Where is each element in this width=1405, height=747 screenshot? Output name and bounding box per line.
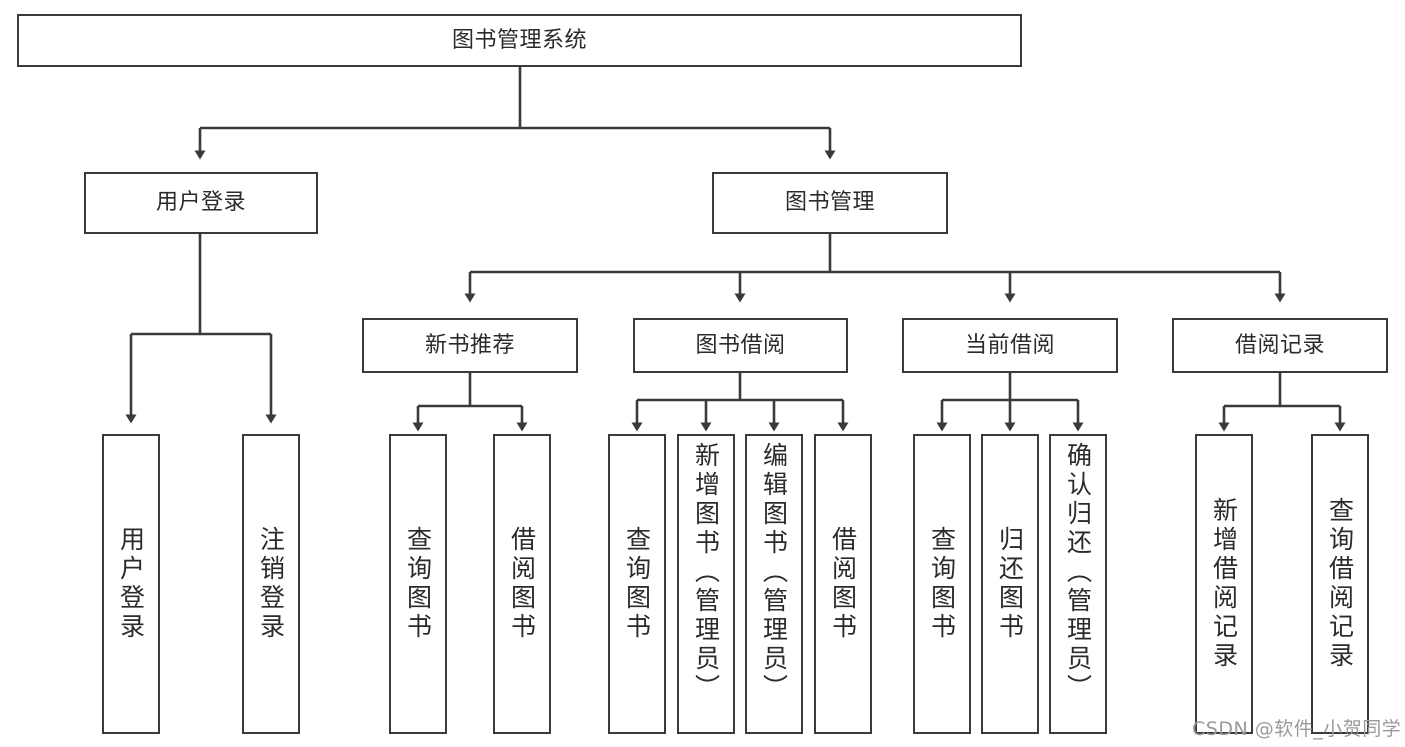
node-leaf-add-book[interactable]: 新增图书（管理员） xyxy=(677,434,735,734)
node-current-borrow-label: 当前借阅 xyxy=(964,332,1055,358)
node-leaf-return-book[interactable]: 归还图书 xyxy=(981,434,1039,734)
node-user-login[interactable]: 用户登录 xyxy=(84,172,318,234)
node-root-system-label: 图书管理系统 xyxy=(451,27,587,53)
node-leaf-borrow-book-1-label: 借阅图书 xyxy=(507,526,537,642)
node-leaf-user-login[interactable]: 用户登录 xyxy=(102,434,160,734)
node-leaf-query-record[interactable]: 查询借阅记录 xyxy=(1311,434,1369,734)
node-leaf-borrow-book-2-label: 借阅图书 xyxy=(828,526,858,642)
node-leaf-confirm-return[interactable]: 确认归还（管理员） xyxy=(1049,434,1107,734)
node-new-book-recommend-label: 新书推荐 xyxy=(424,332,515,358)
node-user-login-label: 用户登录 xyxy=(155,190,246,216)
node-leaf-query-book-3[interactable]: 查询图书 xyxy=(913,434,971,734)
node-leaf-query-book-2[interactable]: 查询图书 xyxy=(608,434,666,734)
node-leaf-query-book-1-label: 查询图书 xyxy=(403,526,433,642)
node-leaf-user-logout-label: 注销登录 xyxy=(256,526,286,642)
node-leaf-edit-book-label: 编辑图书（管理员） xyxy=(759,442,789,703)
node-new-book-recommend[interactable]: 新书推荐 xyxy=(362,318,578,373)
node-borrow-record[interactable]: 借阅记录 xyxy=(1172,318,1388,373)
node-leaf-add-record[interactable]: 新增借阅记录 xyxy=(1195,434,1253,734)
node-leaf-user-logout[interactable]: 注销登录 xyxy=(242,434,300,734)
node-leaf-add-book-label: 新增图书（管理员） xyxy=(691,442,721,703)
node-root-system[interactable]: 图书管理系统 xyxy=(17,14,1022,67)
node-book-manage-label: 图书管理 xyxy=(784,190,875,216)
node-book-borrow-label: 图书借阅 xyxy=(695,332,786,358)
node-leaf-query-book-1[interactable]: 查询图书 xyxy=(389,434,447,734)
node-leaf-borrow-book-2[interactable]: 借阅图书 xyxy=(814,434,872,734)
node-leaf-query-book-3-label: 查询图书 xyxy=(927,526,957,642)
node-borrow-record-label: 借阅记录 xyxy=(1234,332,1325,358)
node-leaf-edit-book[interactable]: 编辑图书（管理员） xyxy=(745,434,803,734)
node-leaf-add-record-label: 新增借阅记录 xyxy=(1209,497,1239,671)
node-leaf-query-book-2-label: 查询图书 xyxy=(622,526,652,642)
node-leaf-query-record-label: 查询借阅记录 xyxy=(1325,497,1355,671)
node-current-borrow[interactable]: 当前借阅 xyxy=(902,318,1118,373)
node-book-borrow[interactable]: 图书借阅 xyxy=(633,318,848,373)
node-leaf-user-login-label: 用户登录 xyxy=(116,526,146,642)
node-leaf-confirm-return-label: 确认归还（管理员） xyxy=(1063,442,1093,703)
node-leaf-return-book-label: 归还图书 xyxy=(995,526,1025,642)
node-book-manage[interactable]: 图书管理 xyxy=(712,172,948,234)
node-leaf-borrow-book-1[interactable]: 借阅图书 xyxy=(493,434,551,734)
